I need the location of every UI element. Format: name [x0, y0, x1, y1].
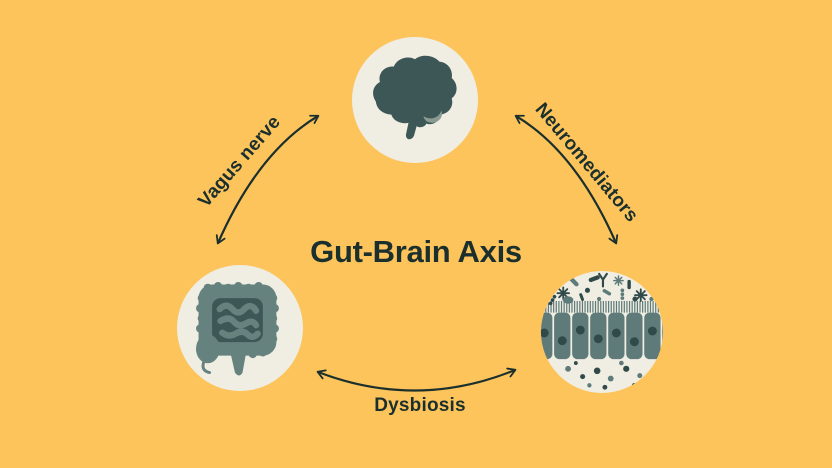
- epithelial-cells: [540, 312, 664, 360]
- label-dysbiosis: Dysbiosis: [374, 395, 466, 416]
- gut-icon: [196, 282, 279, 376]
- small-intestine: [216, 302, 261, 340]
- brain-icon: [373, 55, 457, 140]
- brain-node: [352, 37, 478, 163]
- page-title: Gut-Brain Axis: [310, 234, 522, 269]
- label-neuromediators: Neuromediators: [530, 99, 643, 227]
- lumen-dots: [565, 360, 643, 390]
- edge-gut-microbiome: [316, 367, 517, 392]
- gut-node: [177, 265, 303, 391]
- microbiome-node: [539, 269, 665, 395]
- label-vagus-nerve: Vagus nerve: [194, 111, 285, 212]
- microbiome-icon: [540, 270, 664, 394]
